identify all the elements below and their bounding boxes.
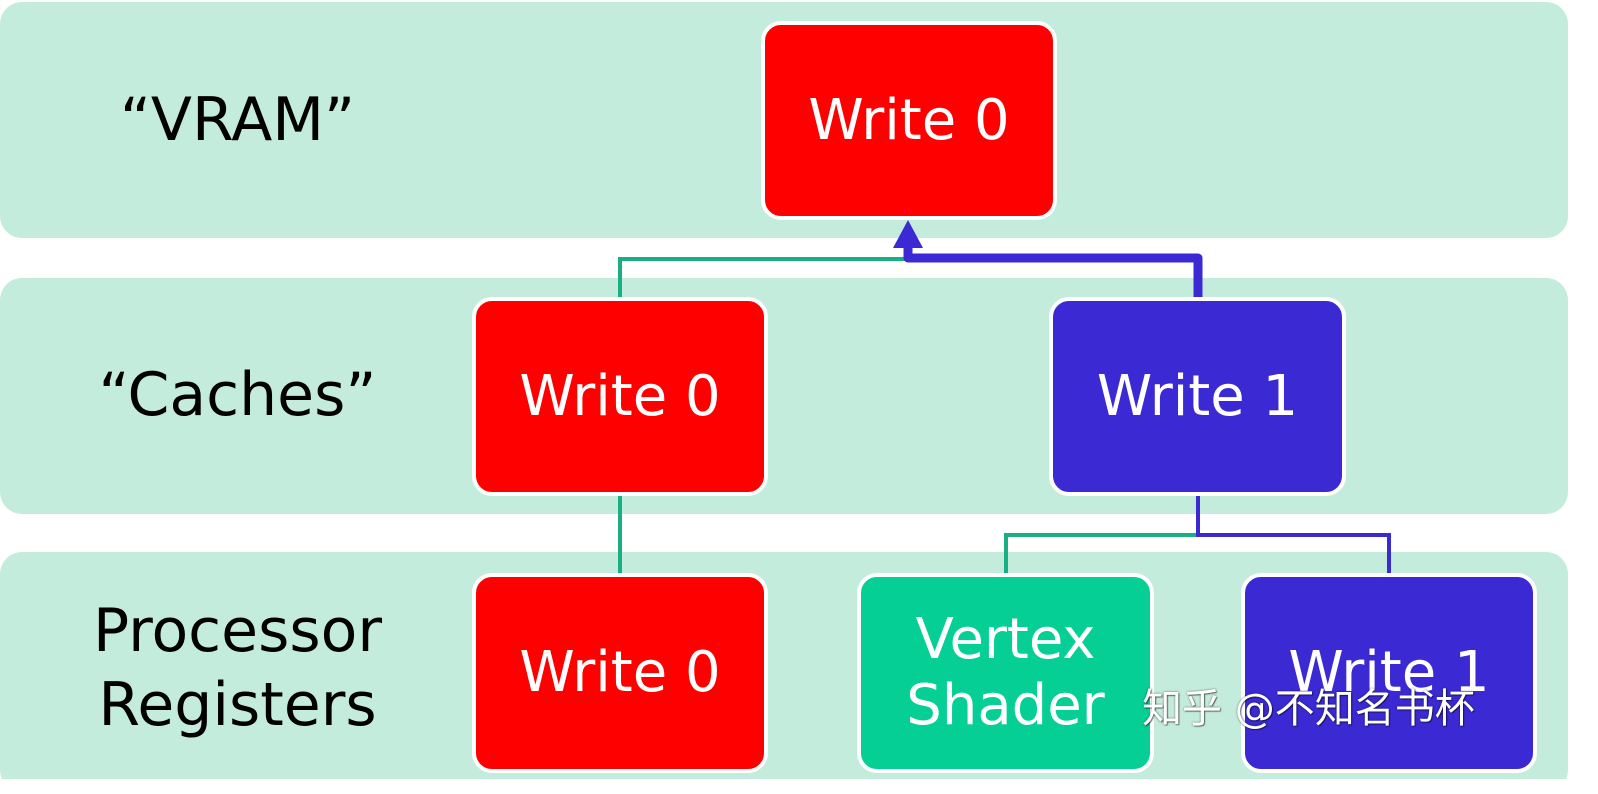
register-write1-box: Write 1 [1241,573,1537,773]
cache-write0-box: Write 0 [472,297,768,496]
memory-hierarchy-diagram: “VRAM” “Caches” Processor Registers Writ… [0,0,1568,779]
zhihu-watermark: 知乎 @不知名书杯 [1142,686,1475,732]
registers-level-label: Processor Registers [93,596,382,740]
connector-lines [618,220,1391,576]
vram-write0-box: Write 0 [761,21,1057,220]
green-connector-cache-to-vram [618,257,908,300]
blue-connector-cache-to-vram [903,244,1203,300]
cache-write1-box: Write 1 [1049,297,1346,496]
vertex-shader-box: Vertex Shader [857,573,1154,773]
caches-level-label: “Caches” [98,360,377,430]
green-connector-shader-to-cache [1004,533,1198,576]
register-write0-box: Write 0 [472,573,768,773]
vram-level-label: “VRAM” [119,85,356,155]
blue-connector-register-to-cache [1196,494,1391,576]
blue-arrowhead [893,220,923,248]
